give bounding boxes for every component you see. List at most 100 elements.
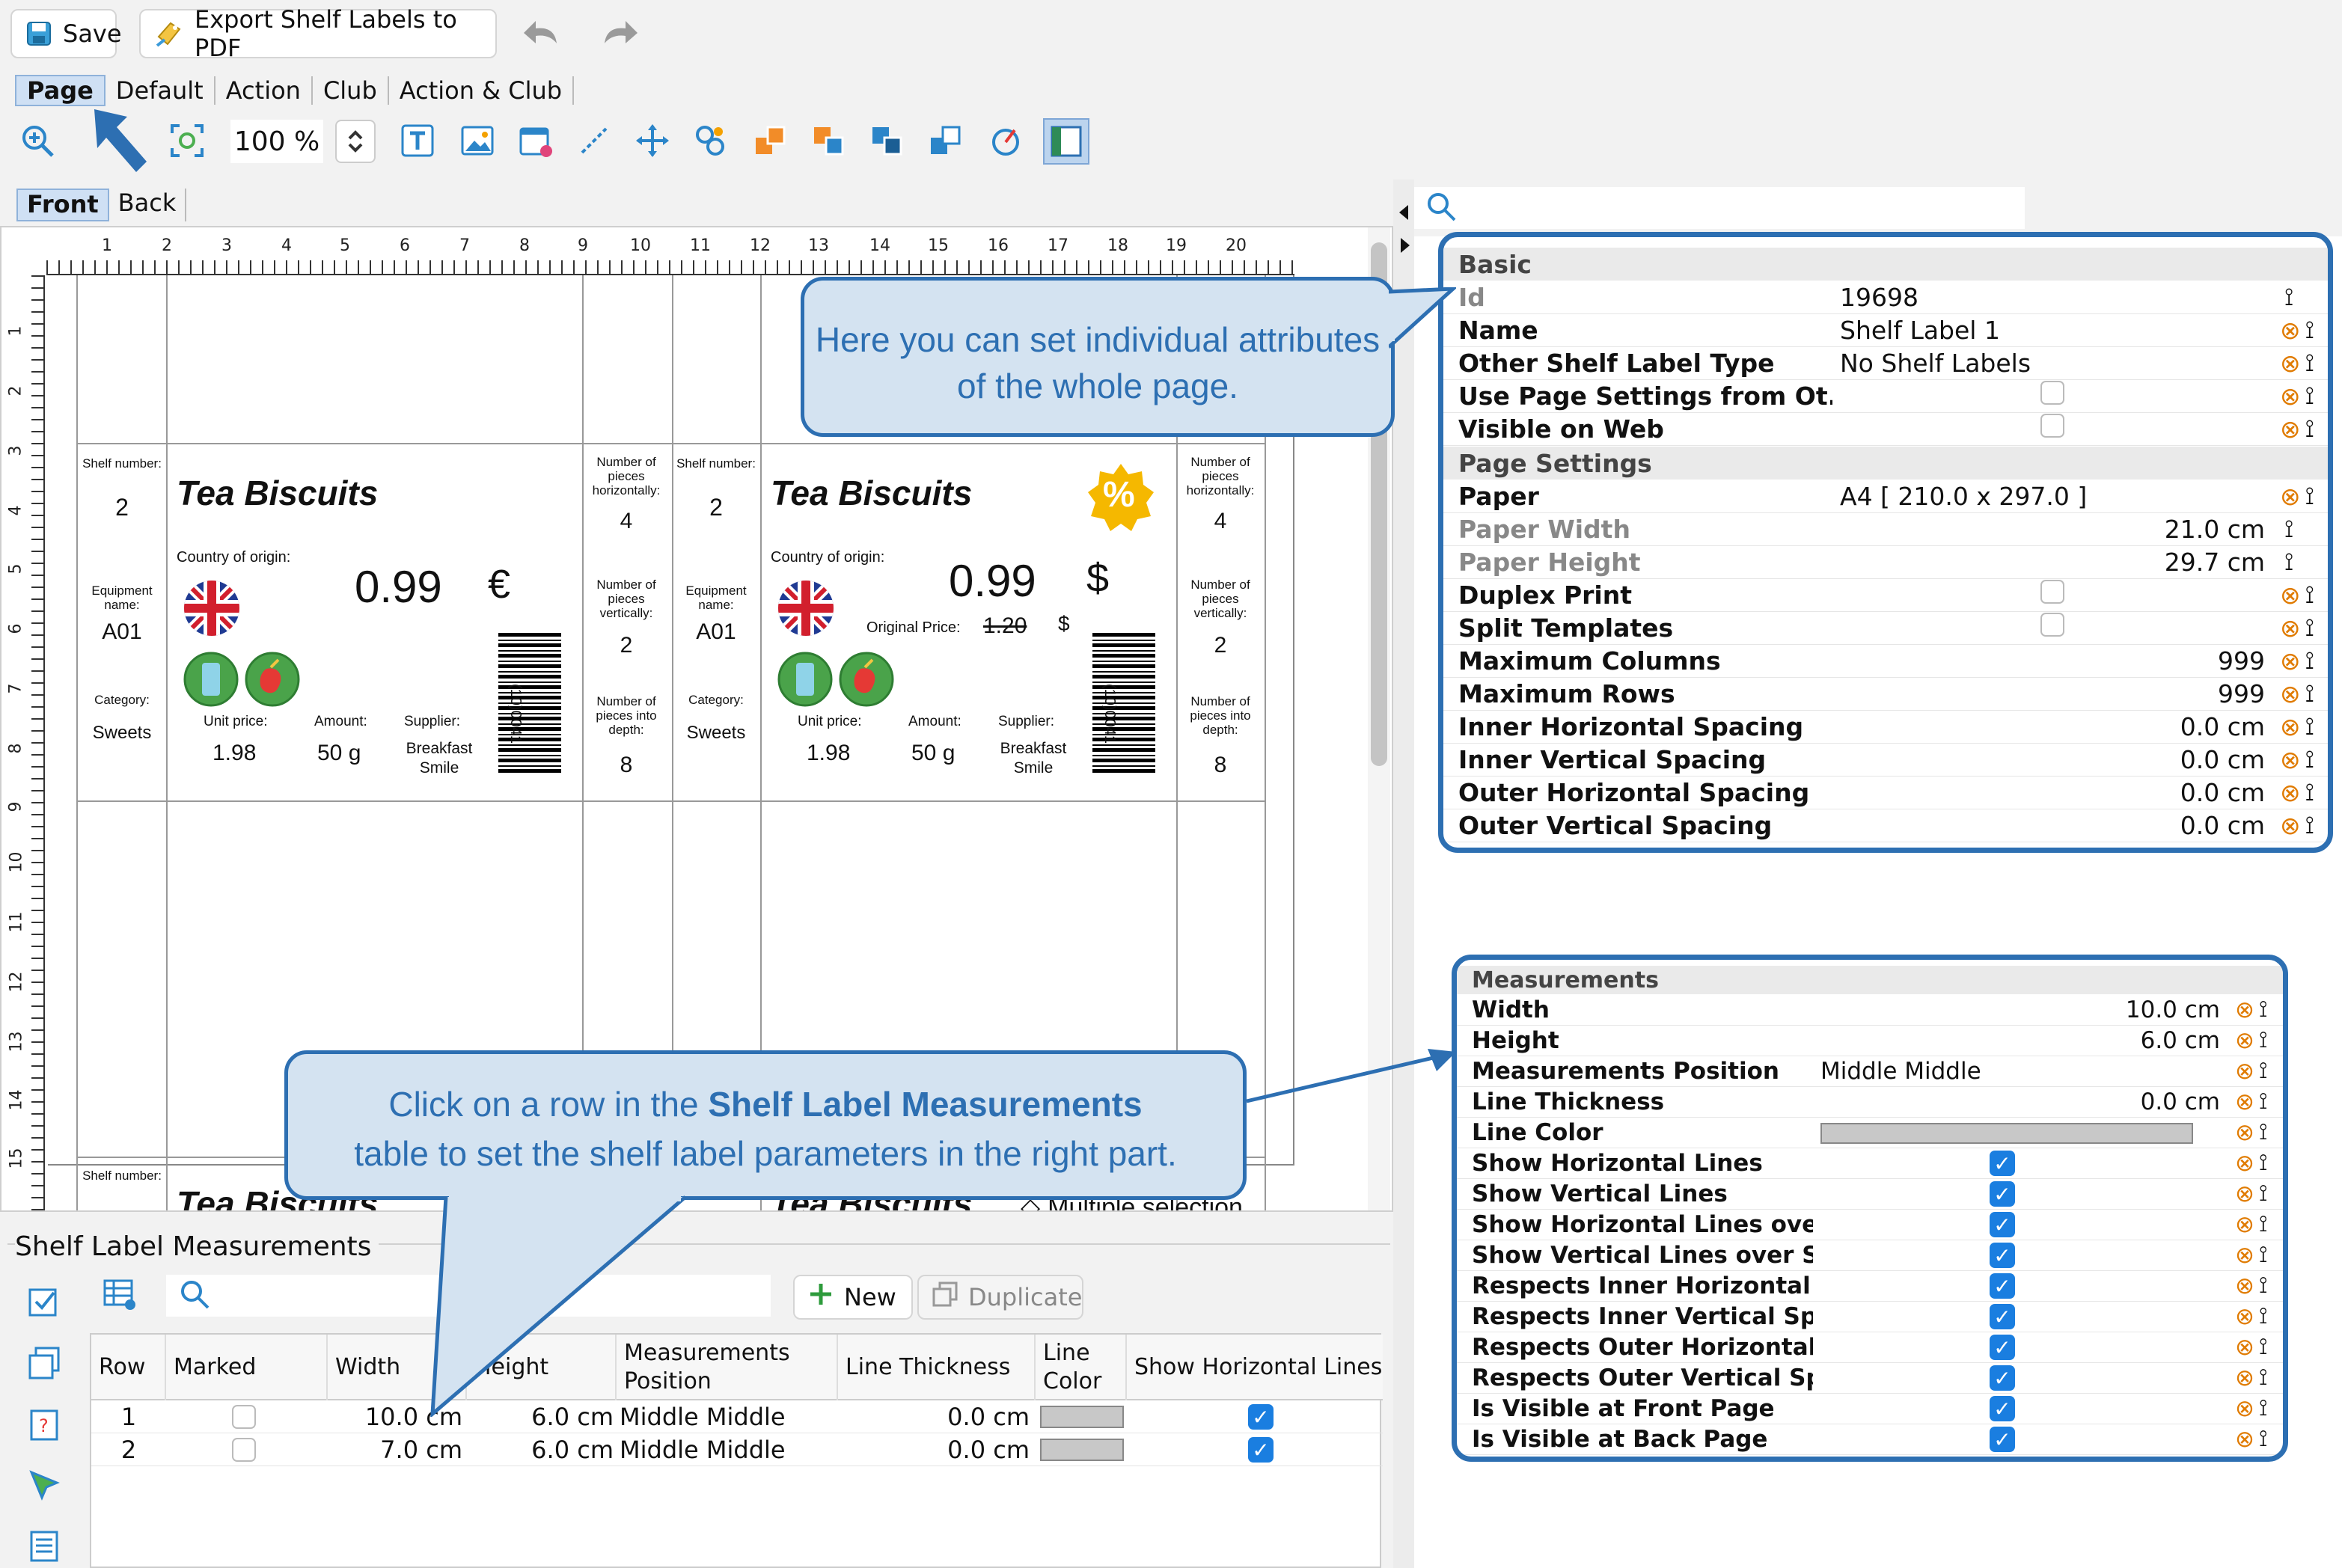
meas-prop-checkbox[interactable]: ✓ [1813,1180,2235,1207]
meas-prop-checkbox[interactable]: ✓ [1813,1242,2235,1269]
reset-icon[interactable]: ⊗ [2280,381,2301,411]
checkbox[interactable] [2040,381,2064,405]
meas-prop-row[interactable]: Is Visible at Front Page✓⊗⟟ [1457,1393,2283,1424]
meas-prop-row[interactable]: Show Horizontal Lines ove...✓⊗⟟ [1457,1209,2283,1240]
meas-prop-checkbox[interactable]: ✓ [1813,1150,2235,1177]
list-icon[interactable] [27,1528,63,1564]
pin-icon[interactable]: ⟟ [2305,711,2314,741]
meas-prop-row[interactable]: Show Vertical Lines✓⊗⟟ [1457,1178,2283,1210]
checkbox[interactable] [2040,613,2064,637]
send-back-icon[interactable] [810,121,849,160]
tab-back[interactable]: Back [109,189,187,221]
tab-page[interactable]: Page [15,75,106,106]
pin-icon[interactable]: ⟟ [2258,1026,2268,1053]
tab-front[interactable]: Front [16,189,109,221]
zoom-level-field[interactable]: 100 % [230,120,323,163]
tab-action-club[interactable]: Action & Club [389,76,575,105]
design-canvas[interactable]: 1 2 3 4 5 6 7 8 9 10 11 12 13 14 15 16 1… [0,226,1393,1212]
pin-icon[interactable]: ⟟ [2258,1364,2268,1391]
reset-icon[interactable]: ⊗ [2235,1057,2254,1085]
pin-icon[interactable]: ⟟ [2305,810,2314,839]
properties-search-input[interactable] [1414,187,2025,229]
pin-icon[interactable]: ⟟ [2305,646,2314,675]
tab-action[interactable]: Action [215,76,313,105]
redo-icon[interactable] [596,16,640,51]
reset-icon[interactable]: ⊗ [2280,481,2301,511]
pin-icon[interactable]: ⟟ [2305,348,2314,377]
pin-icon[interactable]: ⟟ [2284,547,2294,576]
new-button[interactable]: New [793,1275,913,1320]
select-all-icon[interactable] [27,1284,63,1320]
pin-icon[interactable]: ⟟ [2305,777,2314,806]
pin-icon[interactable]: ⟟ [2258,1394,2268,1421]
tab-default[interactable]: Default [106,76,215,105]
pin-icon[interactable]: ⟟ [2258,1302,2268,1329]
pin-icon[interactable]: ⟟ [2258,1425,2268,1452]
reset-icon[interactable]: ⊗ [2280,315,2301,345]
pin-icon[interactable]: ⟟ [2305,679,2314,708]
col-show-horizontal[interactable]: Show Horizontal Lines [1134,1354,1383,1380]
col-line-color[interactable]: Line Color [1036,1335,1127,1400]
col-marked[interactable]: Marked [166,1335,328,1400]
meas-prop-row[interactable]: Show Horizontal Lines✓⊗⟟ [1457,1148,2283,1179]
reset-icon[interactable]: ⊗ [2280,646,2301,676]
reset-icon[interactable]: ⊗ [2235,1118,2254,1146]
row-show-horizontal-checkbox[interactable]: ✓ [1248,1400,1278,1433]
row-marked-checkbox[interactable] [232,1400,262,1433]
table-settings-icon[interactable] [102,1276,138,1312]
pin-icon[interactable]: ⟟ [2258,1088,2268,1115]
row-line-color[interactable] [1040,1433,1124,1466]
prop-use-page-settings[interactable]: Use Page Settings from Ot...⊗⟟ [1443,379,2328,413]
pin-icon[interactable]: ⟟ [2258,1149,2268,1176]
export-pdf-button[interactable]: Export Shelf Labels to PDF [139,5,497,62]
undo-icon[interactable] [521,16,566,51]
reset-icon[interactable]: ⊗ [2235,1425,2254,1453]
reset-icon[interactable]: ⊗ [2235,1394,2254,1422]
checkbox[interactable] [2040,414,2064,438]
prop-duplex[interactable]: Duplex Print⊗⟟ [1443,578,2328,612]
reset-icon[interactable]: ⊗ [2280,810,2301,840]
reset-icon[interactable]: ⊗ [2235,1364,2254,1391]
group-basic[interactable]: Basic [1443,248,2328,281]
meas-prop-checkbox[interactable]: ✓ [1813,1303,2235,1330]
group-measurements[interactable]: Measurements [1457,966,2283,994]
pin-icon[interactable]: ⟟ [2305,315,2314,344]
pin-icon[interactable]: ⟟ [2258,1118,2268,1145]
pin-icon[interactable]: ⟟ [2305,744,2314,774]
reset-icon[interactable]: ⊗ [2280,744,2301,774]
layer-down-icon[interactable] [868,121,907,160]
pin-icon[interactable]: ⟟ [2258,1057,2268,1084]
reset-icon[interactable]: ⊗ [2235,1149,2254,1177]
row-marked-checkbox[interactable] [232,1433,262,1466]
reset-icon[interactable]: ⊗ [2280,414,2301,444]
reset-icon[interactable]: ⊗ [2235,1210,2254,1238]
reset-icon[interactable]: ⊗ [2280,777,2301,807]
reset-icon[interactable]: ⊗ [2280,580,2301,610]
duplicate-button[interactable]: Duplicate [917,1275,1083,1320]
line-color-swatch[interactable] [1813,1119,2235,1146]
panel-splitter[interactable] [1393,180,1414,1568]
pin-icon[interactable]: ⟟ [2284,514,2294,543]
pin-icon[interactable]: ⟟ [2258,1210,2268,1237]
pin-icon[interactable]: ⟟ [2284,282,2294,311]
group-page-settings[interactable]: Page Settings [1443,447,2328,480]
meas-prop-row[interactable]: Respects Outer Horizontal ...✓⊗⟟ [1457,1332,2283,1363]
col-line-thickness[interactable]: Line Thickness [838,1335,1036,1400]
meas-prop-checkbox[interactable]: ✓ [1813,1273,2235,1299]
apply-icon[interactable] [27,1468,63,1504]
reset-icon[interactable]: ⊗ [2280,348,2301,378]
reset-icon[interactable]: ⊗ [2235,1180,2254,1207]
move-icon[interactable] [633,121,672,160]
reset-icon[interactable]: ⊗ [2280,679,2301,708]
pin-icon[interactable]: ⟟ [2305,381,2314,410]
